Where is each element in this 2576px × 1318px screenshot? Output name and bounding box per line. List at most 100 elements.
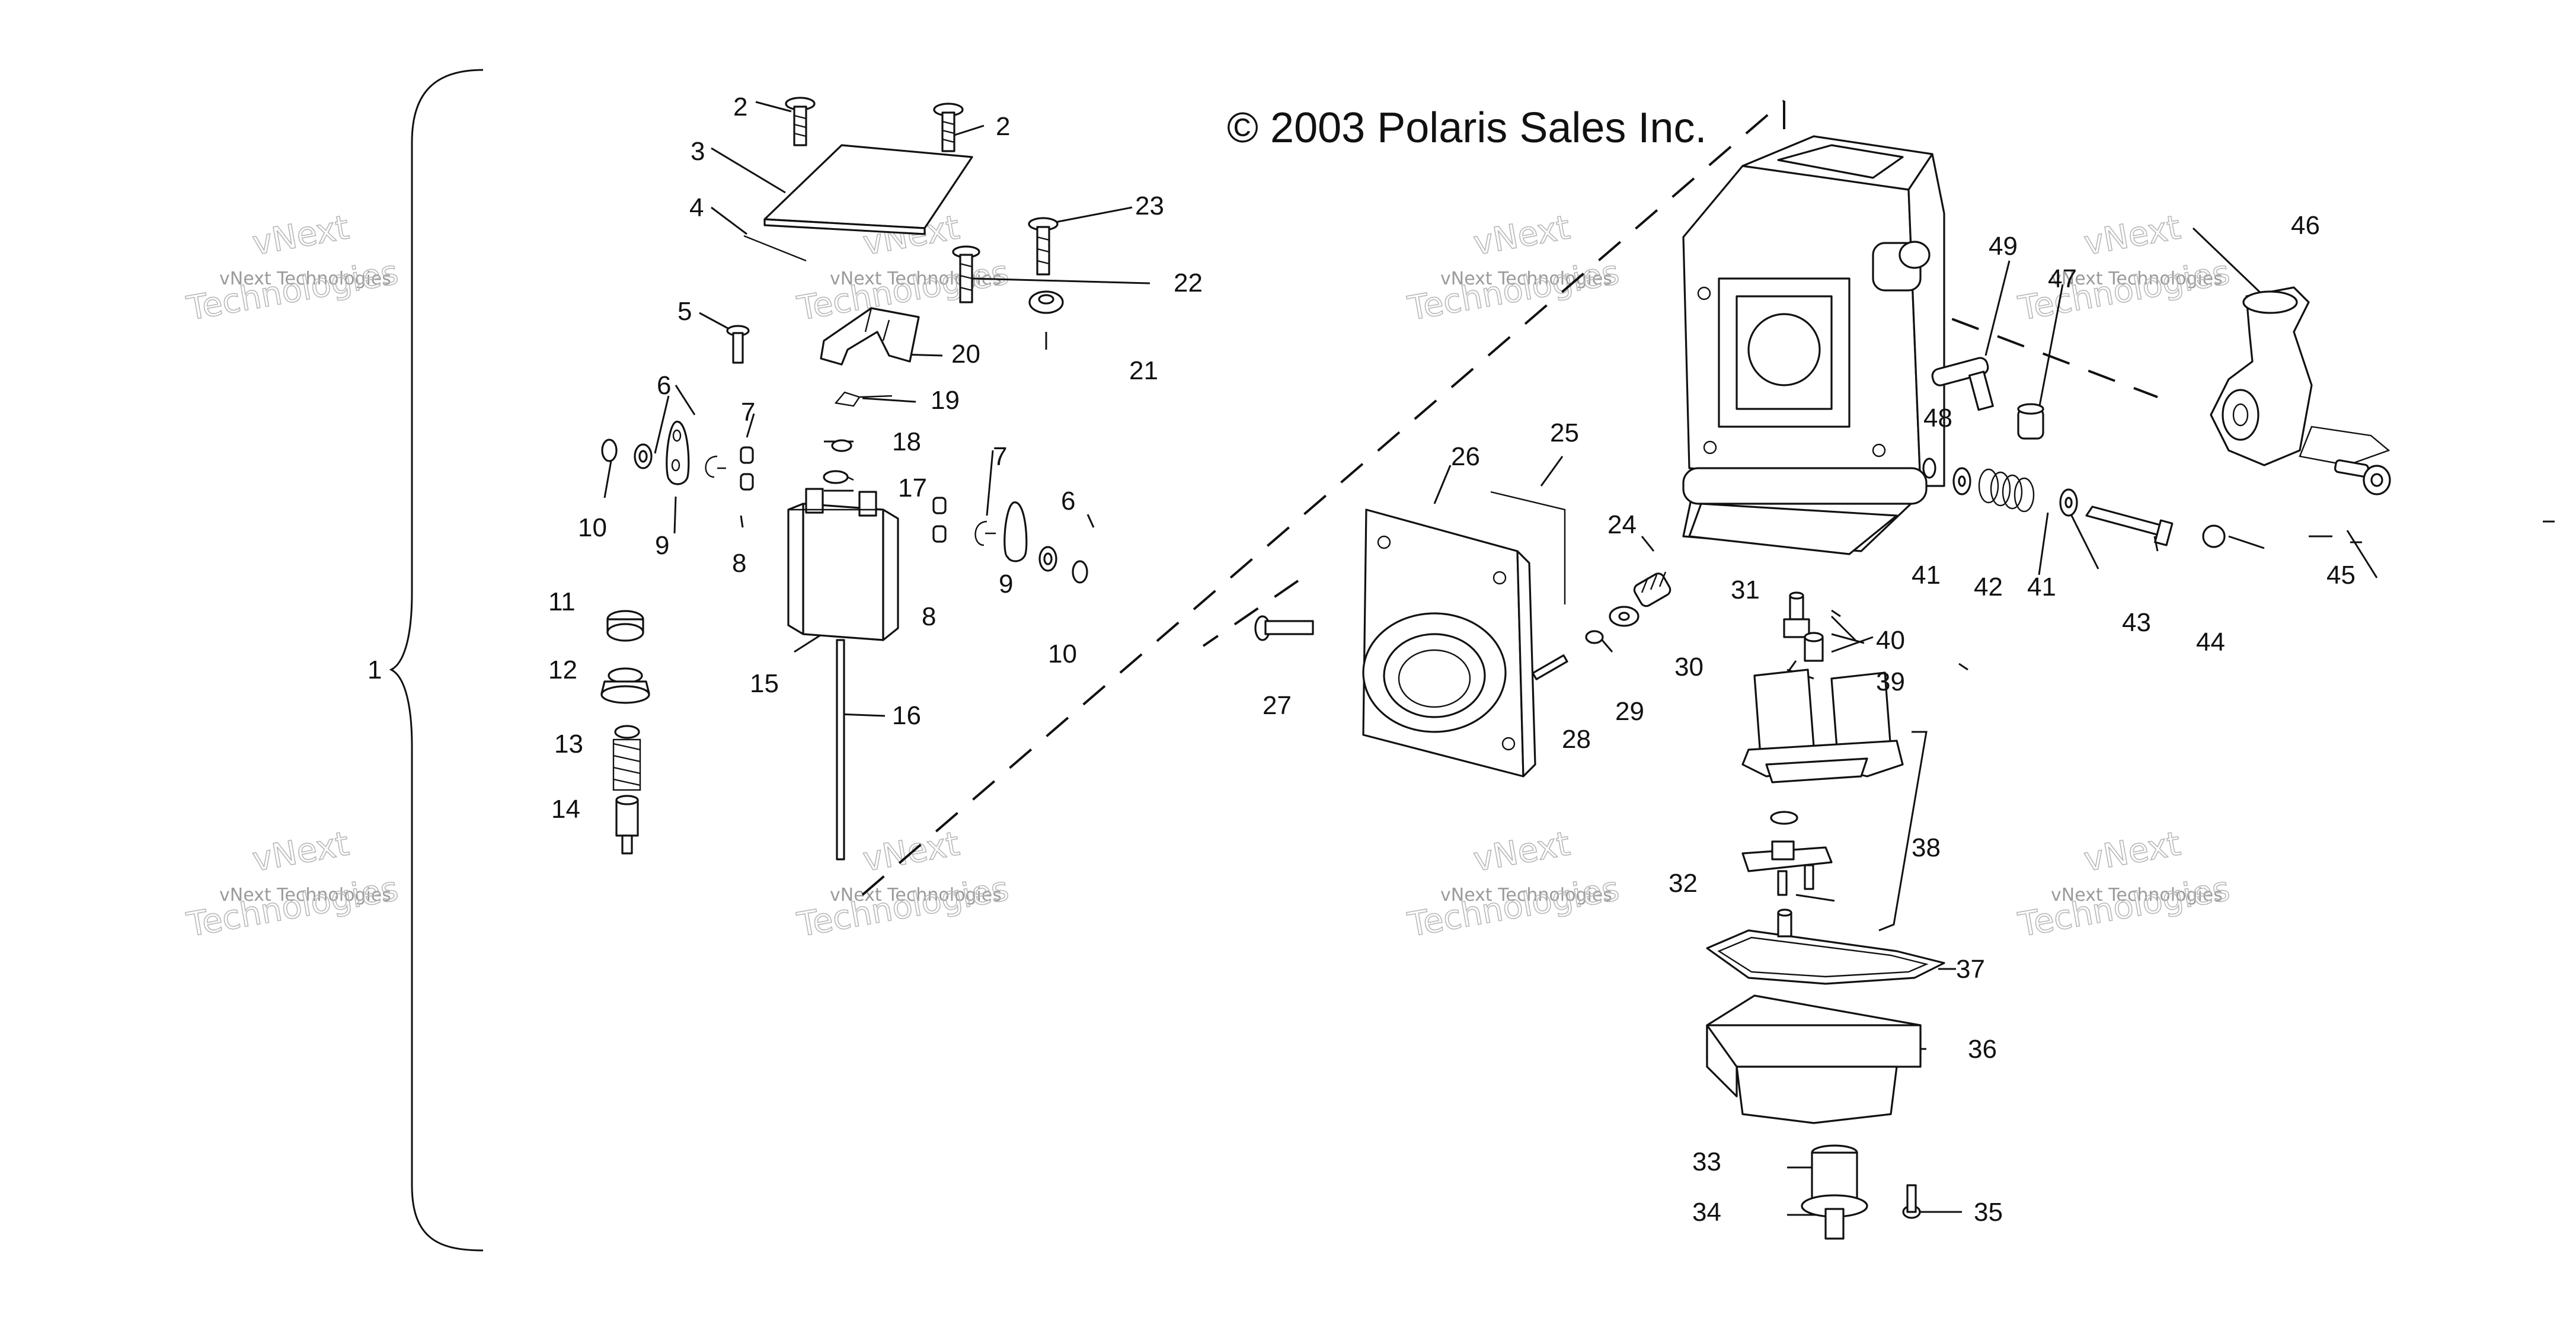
callout-label: 49	[1989, 232, 2018, 261]
callout-label: 48	[1923, 404, 1952, 433]
callout-label: 8	[732, 549, 746, 578]
screw	[785, 97, 816, 146]
spring	[1978, 468, 2035, 513]
callout-label: 5	[677, 297, 692, 326]
svg-text:vNext: vNext	[250, 824, 351, 879]
callout-label: 38	[1912, 833, 1941, 862]
svg-text:vNext: vNext	[250, 208, 351, 263]
o-ring	[1770, 811, 1798, 825]
svg-text:vNext Technologies: vNext Technologies	[2051, 268, 2223, 289]
callout-label: 46	[2291, 211, 2320, 240]
callout-label: 10	[578, 513, 607, 542]
callout-label: 47	[2048, 264, 2077, 293]
callout-label: 25	[1550, 418, 1579, 447]
callout-label: 42	[1974, 572, 2003, 602]
intake-adapter	[1362, 508, 1536, 778]
callout-label: 3	[691, 137, 705, 166]
callout-label: 44	[2196, 628, 2225, 657]
callout-label: 1	[367, 655, 382, 684]
svg-text:vNext Technologies: vNext Technologies	[1440, 885, 1612, 906]
callout-label: 13	[554, 730, 583, 759]
callout-label: 7	[741, 398, 755, 427]
idle-spring	[1633, 571, 1671, 607]
gasket-wire	[743, 235, 807, 262]
carburetor-body	[1682, 135, 1945, 555]
callout-label: 14	[551, 795, 580, 824]
callout-label: 32	[1669, 869, 1698, 898]
float-bowl	[1706, 994, 1922, 1124]
washer	[823, 470, 849, 484]
bowl-gasket	[1706, 908, 1945, 985]
callout-label: 19	[931, 386, 960, 415]
screw	[952, 245, 980, 303]
callout-label: 36	[1968, 1035, 1997, 1064]
callout-label: 6	[657, 371, 671, 400]
o-ring	[1922, 458, 1936, 479]
callout-label: 41	[2027, 572, 2056, 602]
svg-text:Technologies: Technologies	[1405, 869, 1622, 945]
callout-label: 8	[922, 602, 936, 631]
watermark: vNext Technologies vNext Technologies	[183, 824, 401, 945]
callout-label: 21	[1129, 356, 1158, 385]
callout-label: 2	[996, 112, 1010, 141]
callout-label: 43	[2122, 608, 2151, 637]
callout-label: 12	[548, 655, 577, 684]
callout-label: 29	[1615, 697, 1644, 726]
svg-text:vNext: vNext	[1471, 208, 1573, 263]
cap	[2017, 403, 2044, 440]
watermark: vNext Technologies vNext Technologies	[2015, 824, 2233, 945]
callout-label: 2	[733, 92, 747, 121]
callout-label: 34	[1692, 1198, 1721, 1227]
needle-valve	[1741, 840, 1833, 896]
callout-label: 23	[1135, 191, 1164, 220]
screw	[1254, 615, 1314, 641]
svg-text:vNext: vNext	[1471, 824, 1573, 879]
svg-text:vNext: vNext	[2081, 824, 2183, 879]
callout-label: 9	[999, 570, 1013, 599]
copyright-notice: © 2003 Polaris Sales Inc.	[1227, 104, 1706, 152]
callout-label: 7	[993, 442, 1007, 471]
main-jet	[1804, 632, 1824, 662]
bushing	[740, 473, 754, 491]
throttle-bracket	[820, 307, 920, 366]
callout-label: 45	[2326, 561, 2356, 590]
pilot-jet	[1783, 591, 1810, 638]
svg-text:Technologies: Technologies	[184, 869, 401, 945]
callout-label: 35	[1974, 1198, 2003, 1227]
float-assembly	[1741, 668, 1904, 783]
callout-label: 20	[951, 340, 980, 369]
callout-label: 17	[898, 474, 927, 503]
screw	[1028, 217, 1059, 276]
clip	[834, 391, 893, 407]
kit-brace	[389, 69, 484, 1252]
svg-text:Technologies: Technologies	[2015, 869, 2233, 945]
bushing	[932, 497, 947, 514]
fuel-fitting	[1931, 357, 1994, 411]
svg-text:vNext Technologies: vNext Technologies	[830, 885, 1002, 906]
svg-text:Technologies: Technologies	[794, 869, 1012, 945]
starter-spring	[612, 725, 641, 791]
callout-label: 4	[689, 193, 704, 222]
callout-label: 26	[1451, 442, 1480, 471]
watermark: vNext Technologies vNext Technologies	[1404, 824, 1622, 945]
callout-label: 39	[1876, 667, 1905, 696]
callout-label: 15	[750, 669, 779, 698]
o-ring	[601, 439, 618, 462]
o-ring	[1072, 560, 1088, 584]
pin	[1532, 654, 1568, 680]
svg-text:vNext Technologies: vNext Technologies	[219, 268, 391, 289]
svg-text:Technologies: Technologies	[184, 253, 401, 328]
starter-plunger	[615, 795, 639, 855]
callout-label: 37	[1956, 955, 1985, 984]
callout-label: 10	[1048, 639, 1077, 668]
svg-text:Technologies: Technologies	[1405, 253, 1622, 328]
bushing	[740, 446, 754, 464]
starter-nut	[600, 667, 650, 704]
right-cluster-parts	[1254, 135, 2391, 1240]
jet-needle	[836, 639, 845, 860]
watermark: vNext Technologies vNext Technologies	[1404, 208, 1622, 329]
gasket-wire	[1490, 491, 1566, 604]
throttle-shaft	[2085, 506, 2174, 546]
